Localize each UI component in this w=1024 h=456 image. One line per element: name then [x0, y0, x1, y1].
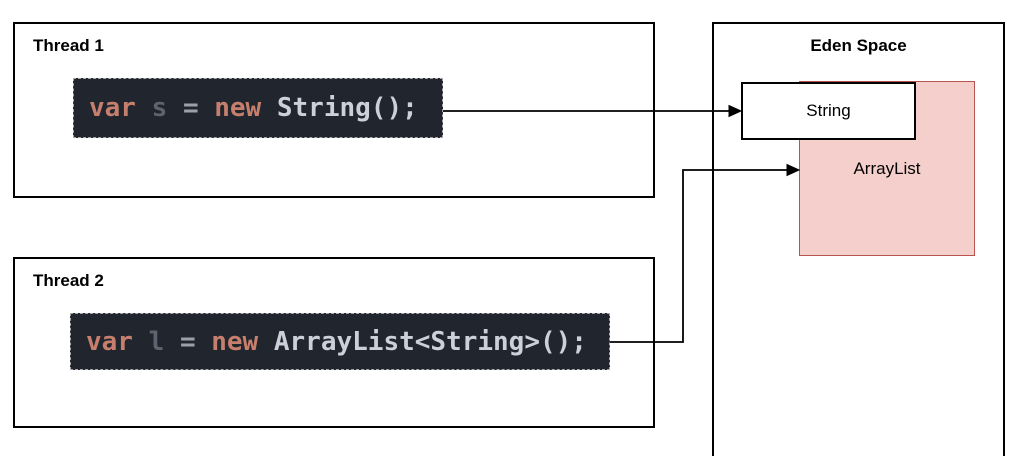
eden-space-title: Eden Space	[810, 36, 907, 55]
thread1-title: Thread 1	[33, 36, 104, 55]
string-object-box: String	[741, 82, 916, 140]
code-token-plain	[133, 327, 149, 357]
code-token-keyword: new	[214, 93, 262, 123]
code-token-plain	[199, 93, 215, 123]
code-token-operator: =	[182, 93, 199, 123]
code-token-variable: s	[151, 93, 168, 123]
code-token-plain: ArrayList<String>();	[258, 326, 587, 357]
code-token-keyword: var	[86, 326, 133, 357]
code-token-keyword: new	[211, 326, 259, 357]
code-token-plain: String();	[261, 93, 418, 123]
code-token-plain	[136, 93, 152, 123]
code-token-plain	[164, 327, 180, 357]
code-token-keyword: var	[89, 93, 136, 123]
string-object-label: String	[806, 101, 851, 120]
code-token-variable: l	[148, 326, 165, 357]
code-token-operator: =	[179, 326, 196, 357]
thread2-title: Thread 2	[33, 271, 104, 290]
code-token-plain	[167, 93, 183, 123]
arraylist-object-label: ArrayList	[853, 158, 921, 178]
code-token-plain	[196, 327, 212, 357]
thread1-code-block: var s = new String();	[73, 78, 443, 138]
thread2-code-block: var l = new ArrayList<String>();	[70, 313, 610, 370]
